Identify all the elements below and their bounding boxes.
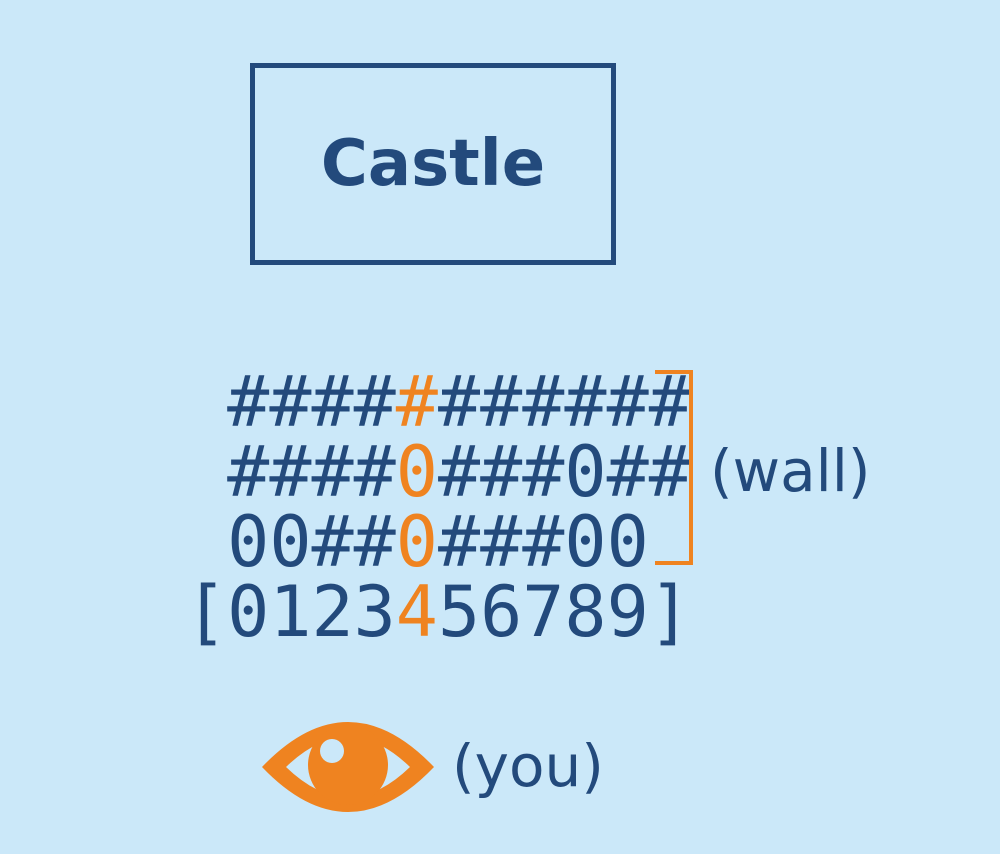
grid-cell: #	[522, 501, 565, 583]
grid-cell: 0	[269, 501, 312, 583]
grid-row: ####0###0##	[185, 437, 691, 507]
eye-icon	[262, 722, 434, 812]
grid-cell: 3	[353, 571, 396, 653]
grid-cell: 0	[606, 501, 649, 583]
title-box: Castle	[250, 63, 616, 265]
grid-row: [0123456789]	[185, 577, 691, 647]
grid-cell-highlight: 0	[395, 501, 438, 583]
grid-cell: #	[311, 501, 354, 583]
grid-cell: 0	[564, 431, 607, 513]
grid-cell: #	[437, 361, 481, 443]
grid-cell: #	[353, 361, 396, 443]
grid-cell: 9	[606, 571, 649, 653]
grid-cell: #	[437, 501, 481, 583]
grid-cell: #	[227, 361, 270, 443]
grid-cell: 1	[269, 571, 312, 653]
grid-cell: #	[353, 501, 396, 583]
grid-cell: #	[269, 361, 312, 443]
grid-cell: 0	[564, 501, 607, 583]
grid-cell: 8	[564, 571, 607, 653]
grid-row: ###########	[185, 367, 691, 437]
title-text: Castle	[320, 127, 546, 201]
grid-cell: #	[480, 431, 523, 513]
grid-cell: #	[353, 431, 396, 513]
grid-cell: 7	[522, 571, 565, 653]
grid-cell: #	[564, 361, 607, 443]
grid-cell: #	[311, 431, 354, 513]
grid-cell: #	[480, 501, 523, 583]
grid-cell: #	[522, 361, 565, 443]
grid-cell: #	[227, 431, 270, 513]
grid-cell: #	[648, 431, 691, 513]
grid-cell: 6	[480, 571, 523, 653]
grid-cell: #	[606, 361, 649, 443]
grid-row: 00##0###00	[185, 507, 691, 577]
wall-bracket	[655, 370, 693, 565]
grid-cell-highlight: #	[395, 361, 438, 443]
grid-cell: 2	[311, 571, 354, 653]
grid-cell: ]	[648, 571, 691, 653]
grid-cell: #	[606, 431, 649, 513]
grid-cell-highlight: 4	[395, 571, 438, 653]
grid-cell-highlight: 0	[395, 431, 438, 513]
grid-cell: 0	[227, 501, 270, 583]
wall-label: (wall)	[710, 437, 871, 505]
grid-cell: 0	[227, 571, 270, 653]
castle-grid: ########### ####0###0## 00##0###00[01234…	[185, 367, 691, 647]
grid-cell: #	[522, 431, 565, 513]
grid-cell: #	[480, 361, 523, 443]
grid-cell: 5	[437, 571, 481, 653]
grid-cell: [	[185, 571, 228, 653]
grid-cell: #	[648, 361, 691, 443]
grid-cell: #	[437, 431, 481, 513]
grid-cell: #	[269, 431, 312, 513]
grid-cell: #	[311, 361, 354, 443]
you-label: (you)	[452, 732, 604, 800]
